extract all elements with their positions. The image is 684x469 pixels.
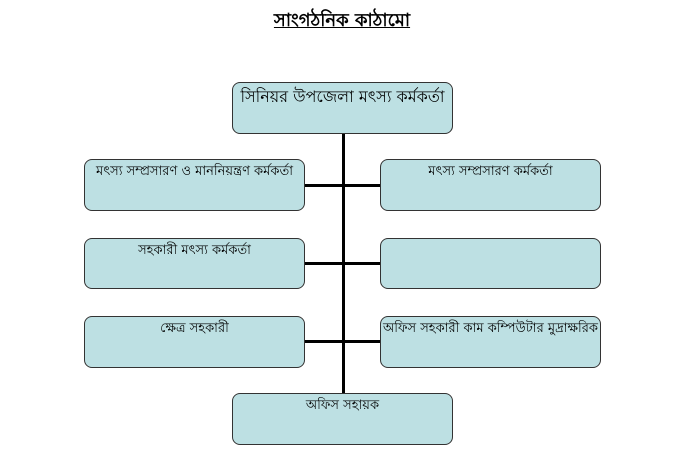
connector-row-2: [305, 262, 380, 265]
connector-row-1: [305, 184, 380, 187]
connector-row-3: [305, 340, 380, 343]
node-right-2-empty: [380, 238, 601, 289]
node-left-1: মৎস্য সম্প্রসারণ ও মাননিয়ন্ত্রণ কর্মকর্…: [84, 159, 305, 211]
node-left-3: ক্ষেত্র সহকারী: [84, 316, 305, 368]
node-right-1: মৎস্য সম্প্রসারণ কর্মকর্তা: [380, 159, 601, 211]
node-senior-upazila-fisheries-officer: সিনিয়র উপজেলা মৎস্য কর্মকর্তা: [232, 82, 453, 134]
chart-title-text: সাংগঠনিক কাঠামো: [273, 10, 411, 31]
node-bottom: অফিস সহায়ক: [232, 393, 453, 445]
node-left-2: সহকারী মৎস্য কর্মকর্তা: [84, 238, 305, 289]
node-right-3: অফিস সহকারী কাম কম্পিউটার মুদ্রাক্ষরিক: [380, 316, 601, 368]
chart-title: সাংগঠনিক কাঠামো: [0, 6, 684, 37]
